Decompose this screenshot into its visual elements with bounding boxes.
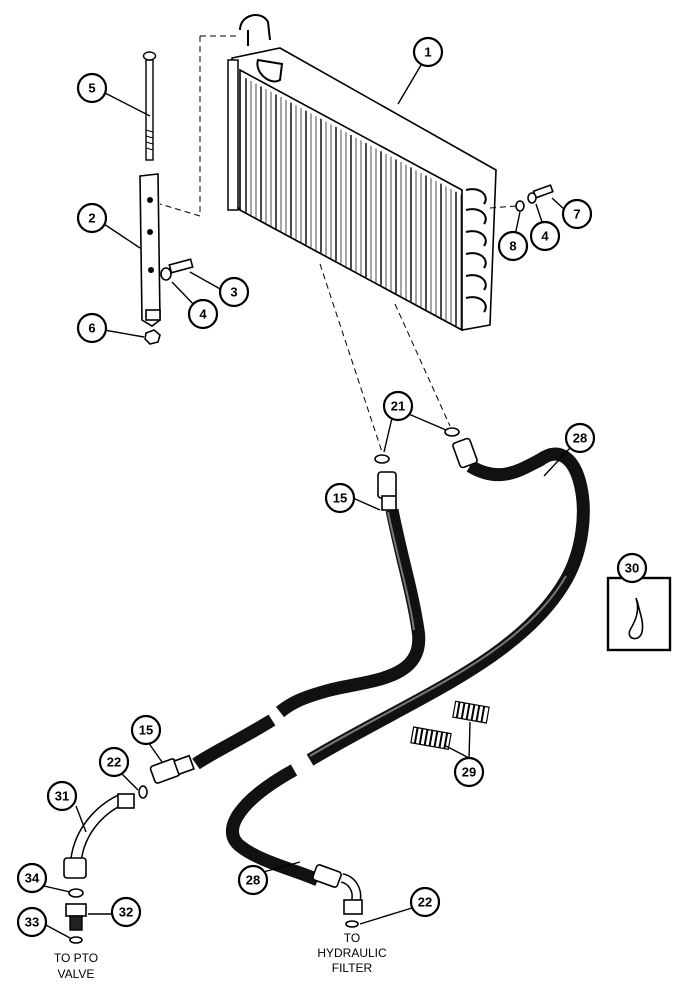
mounting-bracket [139, 173, 161, 327]
callout-2: 2 [76, 202, 108, 234]
fitting-21-left [374, 454, 390, 464]
hose-15 [192, 508, 426, 770]
o-ring-22-right [345, 920, 359, 928]
callout-32: 32 [110, 896, 142, 928]
svg-text:21: 21 [391, 399, 405, 414]
spring-guards-29 [410, 700, 490, 751]
svg-text:HYDRAULIC: HYDRAULIC [317, 946, 387, 960]
bolt-3 [168, 258, 194, 274]
callout-4a: 4 [187, 298, 219, 330]
svg-text:28: 28 [246, 873, 260, 888]
callout-21: 21 [382, 390, 414, 422]
washer-4a [160, 267, 172, 281]
o-ring-34 [68, 888, 84, 898]
svg-text:FILTER: FILTER [332, 961, 373, 975]
svg-text:29: 29 [462, 765, 476, 780]
svg-text:31: 31 [55, 789, 69, 804]
callout-4b: 4 [529, 220, 561, 252]
callout-15a: 15 [324, 482, 356, 514]
callout-28b: 28 [237, 864, 269, 896]
callout-1: 1 [412, 36, 444, 68]
callout-22a: 22 [98, 746, 130, 778]
svg-text:4: 4 [199, 307, 207, 322]
svg-text:5: 5 [88, 81, 95, 96]
callout-30: 30 [616, 552, 648, 584]
callout-29: 29 [453, 756, 485, 788]
svg-text:7: 7 [573, 207, 580, 222]
callout-31: 31 [46, 780, 78, 812]
destination-pto-valve: TO PTO VALVE [54, 951, 98, 981]
svg-text:TO: TO [344, 931, 360, 945]
fitting-15-lower [149, 754, 195, 784]
threaded-rod [142, 51, 157, 161]
callout-7: 7 [561, 198, 593, 230]
washer-8 [515, 200, 525, 212]
svg-text:6: 6 [88, 321, 95, 336]
svg-text:30: 30 [625, 561, 639, 576]
clamp-30-inset [606, 576, 672, 652]
fitting-21-right [444, 427, 460, 437]
svg-text:3: 3 [230, 285, 237, 300]
callout-15b: 15 [130, 714, 162, 746]
svg-text:15: 15 [333, 491, 347, 506]
guide-lines [159, 35, 517, 453]
svg-text:32: 32 [119, 905, 133, 920]
callout-28a: 28 [564, 422, 596, 454]
adapter-32 [65, 903, 87, 931]
svg-text:34: 34 [25, 871, 40, 886]
destination-hydraulic-filter: TO HYDRAULIC FILTER [317, 931, 387, 975]
elbow-31 [63, 793, 135, 879]
callout-6: 6 [76, 312, 108, 344]
fitting-15-upper [377, 471, 397, 511]
callout-8: 8 [497, 230, 529, 262]
oil-cooler [227, 14, 497, 332]
fitting-28-lower [312, 864, 363, 915]
fitting-28-upper [452, 437, 478, 469]
o-ring-33 [69, 936, 83, 944]
nut-6 [144, 329, 161, 345]
svg-text:2: 2 [88, 211, 95, 226]
svg-text:4: 4 [541, 229, 549, 244]
o-ring-22-left [138, 785, 148, 799]
callout-33: 33 [16, 906, 48, 938]
hose-28 [225, 447, 590, 886]
callout-34: 34 [16, 862, 48, 894]
svg-text:TO PTO: TO PTO [54, 951, 98, 965]
svg-text:15: 15 [139, 723, 153, 738]
svg-text:28: 28 [573, 431, 587, 446]
svg-text:VALVE: VALVE [58, 967, 95, 981]
washer-4b [527, 192, 537, 204]
callout-22b: 22 [409, 886, 441, 918]
cooler-fins [245, 78, 462, 329]
svg-text:8: 8 [509, 239, 516, 254]
callout-5: 5 [76, 72, 108, 104]
svg-text:1: 1 [424, 45, 431, 60]
svg-text:22: 22 [418, 895, 432, 910]
svg-text:22: 22 [107, 755, 121, 770]
svg-text:33: 33 [25, 915, 39, 930]
callout-3: 3 [218, 276, 250, 308]
